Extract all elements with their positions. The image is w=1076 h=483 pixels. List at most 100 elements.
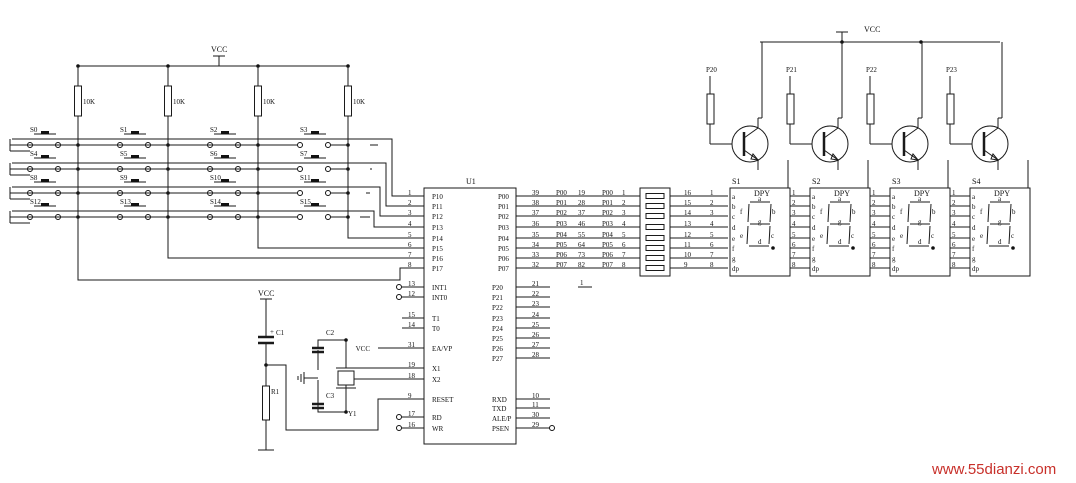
transistor-drive-label-2: P22 [866, 66, 877, 74]
display-pin-num: 8 [792, 261, 796, 269]
mcu-pin-num: 18 [408, 372, 416, 380]
transistor-0 [731, 125, 769, 163]
mcu-pin-num: 35 [532, 231, 540, 239]
segment-letter: b [812, 203, 816, 211]
segment-letter: e [892, 235, 895, 243]
mcu-pin-num: 34 [532, 241, 540, 249]
segment-letter: b [892, 203, 896, 211]
resnet-element [645, 245, 665, 251]
display-pin-num: 7 [792, 251, 796, 259]
mcu-pin-num: 1 [408, 189, 412, 197]
c1-plus: + [270, 328, 274, 336]
bus-num-2: 8 [622, 261, 626, 269]
mcu-pin-name: WR [432, 425, 444, 433]
mcu-pin-num: 19 [408, 361, 416, 369]
mcu-pin-name: TXD [492, 405, 506, 413]
seg-e: e [900, 232, 903, 240]
seg-d: d [838, 238, 842, 246]
switch-label-S0: S0 [30, 126, 38, 134]
mcu-pin-name: P21 [492, 294, 503, 302]
transistor-1 [811, 125, 849, 163]
display-pin-num: 4 [872, 220, 876, 228]
transistor-drive-label-0: P20 [706, 66, 717, 74]
mcu-pin-num: 4 [408, 220, 412, 228]
segment-letter: e [972, 235, 975, 243]
resnet-pin-right: 4 [710, 220, 714, 228]
resnet-pin-left: 14 [684, 209, 692, 217]
seg-b: b [852, 208, 856, 216]
switch-button [221, 131, 229, 134]
mcu-pin-num: 22 [532, 290, 540, 298]
display-pin-num: 1 [952, 189, 956, 197]
segment-letter: d [732, 224, 736, 232]
switch-label-S9: S9 [120, 174, 128, 182]
static-wiring [9, 31, 1031, 451]
osc-junction [344, 338, 348, 342]
misc-label: 1 [580, 279, 584, 287]
seg-d: d [998, 238, 1002, 246]
switch-label-S4: S4 [30, 150, 38, 158]
bus-name-2: P05 [602, 241, 613, 249]
switch-button [41, 203, 49, 206]
vcc-label-reset: VCC [258, 289, 274, 298]
switch-label-S14: S14 [210, 198, 221, 206]
segment-letter: c [732, 213, 735, 221]
mcu-pin-name: P10 [432, 193, 443, 201]
segment-letter: e [732, 235, 735, 243]
mcu-pin-name: P14 [432, 235, 443, 243]
base-resistor-3 [946, 93, 955, 125]
display-pin-num: 4 [952, 220, 956, 228]
decimal-point [931, 246, 935, 250]
bus-name-2: P07 [602, 261, 613, 269]
display-pin-num: 2 [792, 199, 796, 207]
mcu-pin-name: P25 [492, 335, 503, 343]
seg-c: c [1011, 232, 1014, 240]
switch-button [221, 155, 229, 158]
switch-contact [325, 142, 331, 148]
bus-num: 28 [578, 199, 586, 207]
seg-a: a [758, 195, 762, 203]
seg-e: e [980, 232, 983, 240]
seg-b: b [932, 208, 936, 216]
resnet-pin-left: 11 [684, 241, 691, 249]
mcu-pin-name: T1 [432, 315, 440, 323]
bus-num: 73 [578, 251, 586, 259]
osc-junction [344, 410, 348, 414]
c2-label: C2 [326, 329, 335, 337]
display-title: DPY [994, 189, 1010, 198]
segment-letter: a [892, 193, 896, 201]
digit-segments [986, 201, 1012, 247]
transistor-drive-label-1: P21 [786, 66, 797, 74]
mcu-pin-name: INT1 [432, 284, 448, 292]
transistor-emitter [823, 149, 839, 161]
resistor-value-0: 10K [83, 98, 95, 106]
switch-label-S2: S2 [210, 126, 218, 134]
mcu-pin-name: ALE/P [492, 415, 512, 423]
switch-button [131, 179, 139, 182]
display-pin-num: 5 [952, 231, 956, 239]
mcu-pin-num: 38 [532, 199, 540, 207]
seg-b: b [1012, 208, 1016, 216]
display-pin-num: 1 [792, 189, 796, 197]
mcu-pin-num: 3 [408, 209, 412, 217]
mcu-pin-num: 7 [408, 251, 412, 259]
mcu-pin-num: 10 [532, 392, 540, 400]
display-pin-num: 8 [872, 261, 876, 269]
base-resistor-0 [706, 93, 715, 125]
segment-letter: f [812, 245, 815, 253]
mcu-pin-num: 6 [408, 241, 412, 249]
mcu-pin-num: 9 [408, 392, 412, 400]
segment-letter: d [972, 224, 976, 232]
display-pin-num: 2 [872, 199, 876, 207]
switch-button [41, 131, 49, 134]
bus-name: P00 [556, 189, 567, 197]
mcu-pin-num: 5 [408, 231, 412, 239]
bus-num: 19 [578, 189, 586, 197]
mcu-pin-num: 21 [532, 280, 540, 288]
mcu-pin-num: 25 [532, 321, 540, 329]
mcu-pin-name: P23 [492, 315, 503, 323]
mcu-pin-num: 27 [532, 341, 540, 349]
switch-label-S10: S10 [210, 174, 221, 182]
col1-route [167, 230, 424, 259]
